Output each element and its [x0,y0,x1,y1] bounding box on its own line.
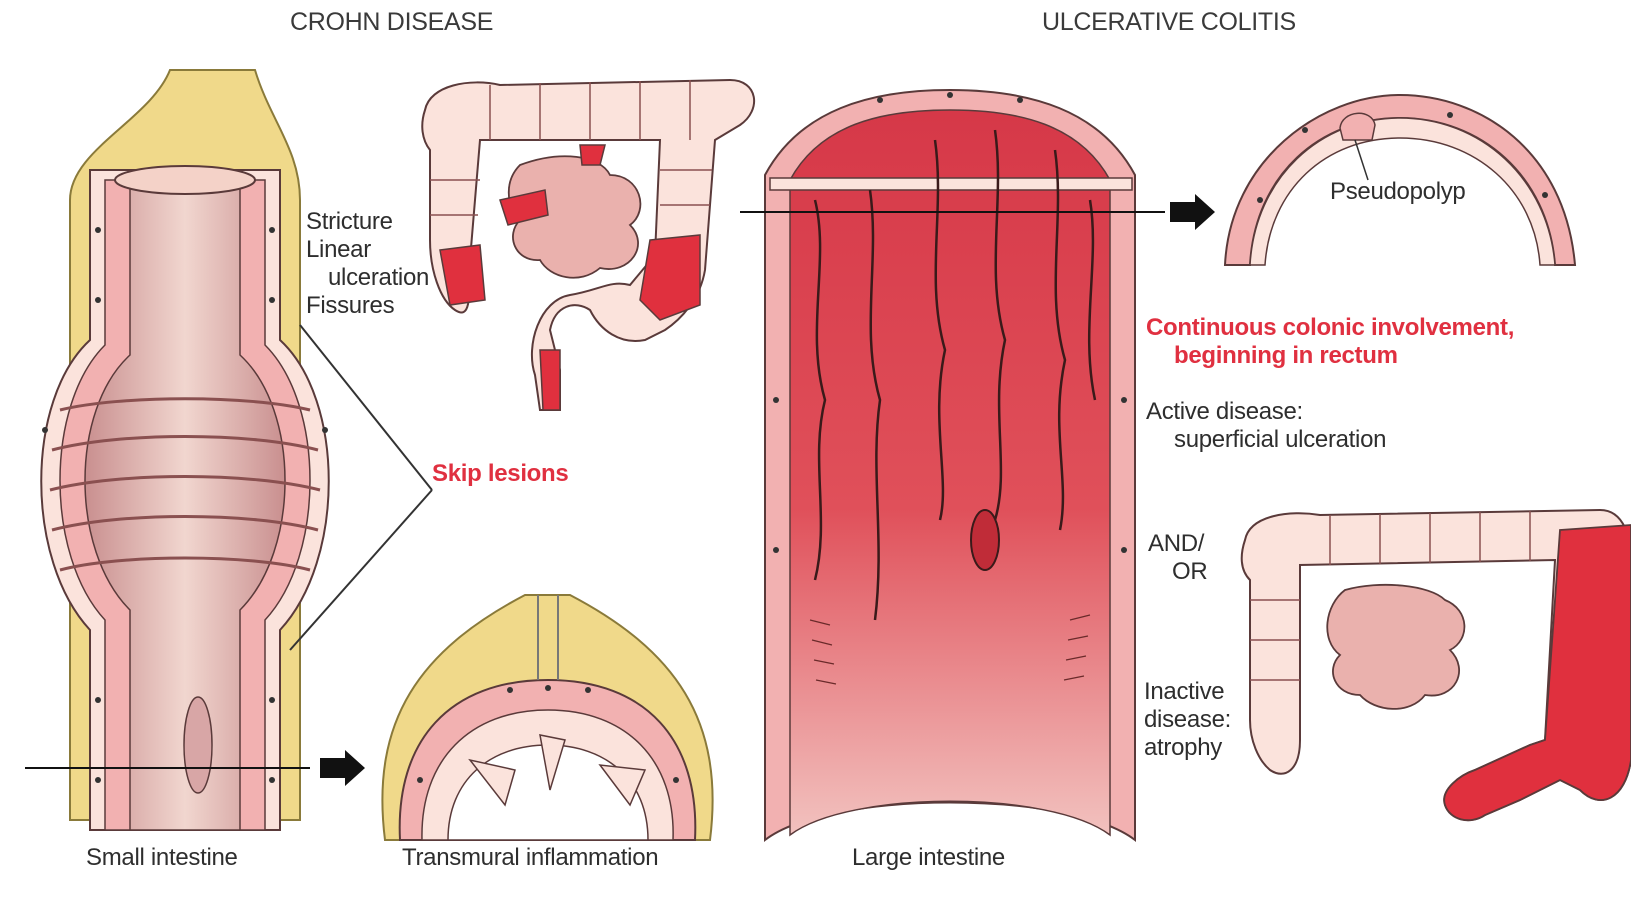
crohn-colon-illustration [422,80,754,410]
caption-transmural: Transmural inflammation [402,844,658,872]
label-andor-1: AND/ [1148,530,1204,558]
label-active-1: Active disease: [1146,398,1303,426]
label-fissures: Fissures [306,292,394,320]
lesion-sigmoid [640,235,700,320]
small-intestine-illustration [25,70,365,830]
label-andor-2: OR [1172,558,1207,586]
label-skip-lesions: Skip lesions [432,460,568,488]
label-pseudopolyp: Pseudopolyp [1330,178,1465,206]
caption-large-intestine: Large intestine [852,844,1005,872]
bowel-nodule [184,697,212,793]
transmural-cross-section [382,595,712,840]
uc-title: ULCERATIVE COLITIS [1042,8,1296,36]
li-cut-top [770,178,1132,190]
caption-small-intestine: Small intestine [86,844,238,872]
lesion-transverse [580,145,605,165]
section-arrow [320,750,365,786]
label-linear: Linear [306,236,371,264]
label-continuous-2: beginning in rectum [1174,342,1398,370]
li-section-arrow [1170,194,1215,230]
pseudopolyp-pointer [1355,140,1368,180]
label-continuous-1: Continuous colonic involvement, [1146,314,1514,342]
label-active-2: superficial ulceration [1174,426,1386,454]
ulcer-patch [971,510,999,570]
pseudopolyp-shape [1340,113,1375,140]
label-inactive-1: Inactive [1144,678,1224,706]
bowel-cut-top [115,166,255,194]
label-inactive-3: atrophy [1144,734,1222,762]
uc-red-descending [1444,525,1631,820]
label-stricture: Stricture [306,208,393,236]
uc-small-bowel [1327,585,1464,709]
uc-colon-illustration [1242,510,1631,820]
lesion-rectum [540,350,560,410]
label-inactive-2: disease: [1144,706,1231,734]
crohn-title: CROHN DISEASE [290,8,493,36]
label-ulceration: ulceration [328,264,429,292]
